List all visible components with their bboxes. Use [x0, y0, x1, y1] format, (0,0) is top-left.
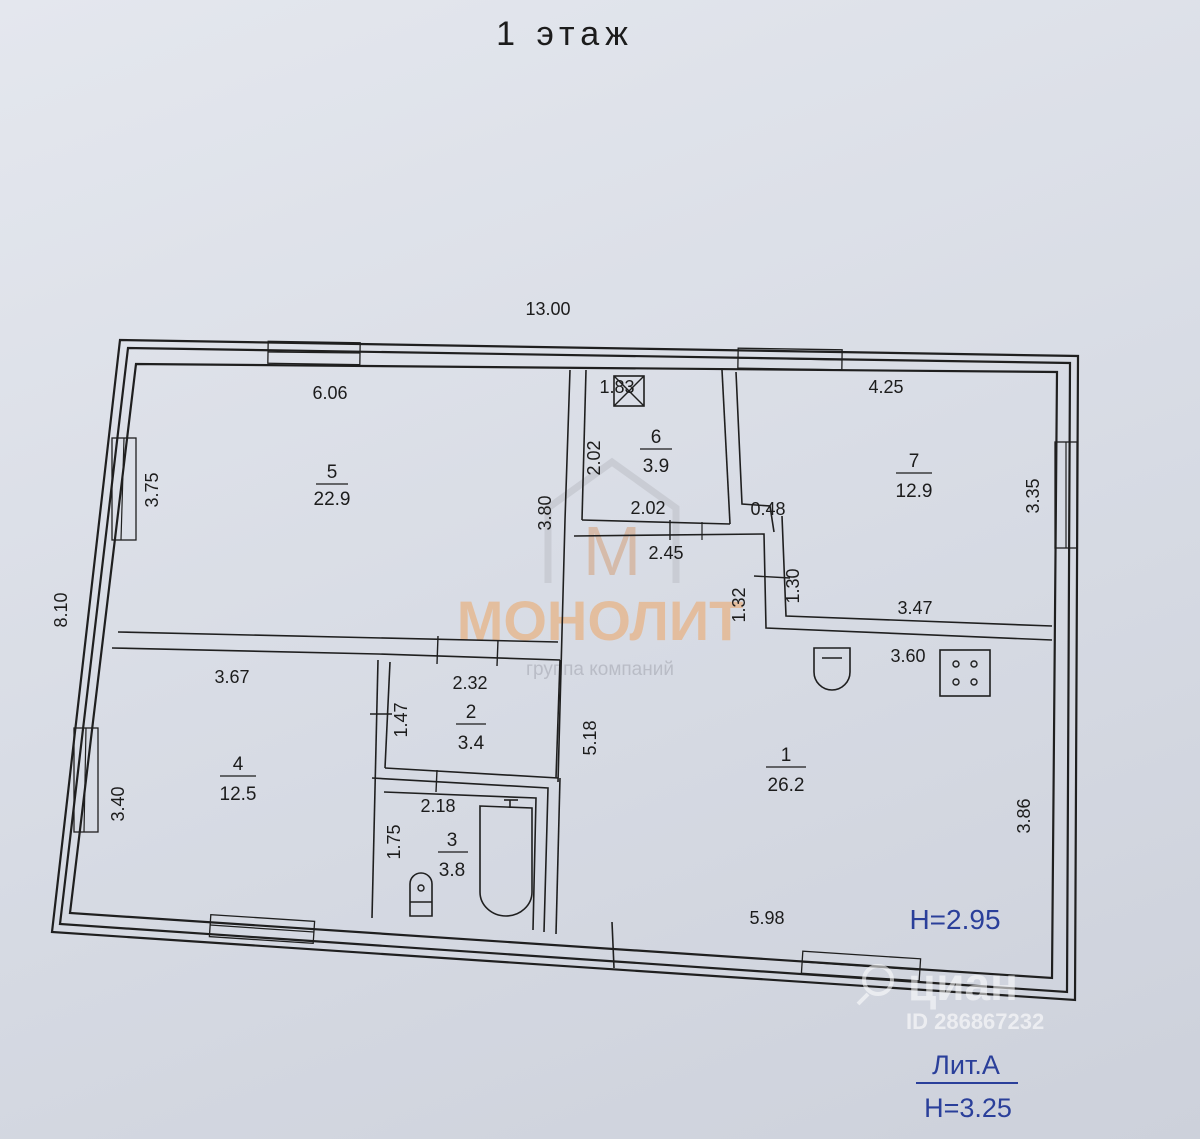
room-1-number: 1 [781, 745, 792, 766]
room-2-area: 3.4 [458, 733, 485, 754]
house-logo-icon [544, 457, 680, 583]
room-5-number: 5 [327, 462, 338, 483]
stove-icon [939, 649, 991, 697]
r5-right: 3.80 [535, 495, 555, 530]
room-4: 3.67 3.40 4 12.5 [108, 667, 256, 822]
cian-watermark: циан ID 286867232 [856, 958, 1044, 1034]
brand-subtitle: группа компаний [526, 659, 674, 680]
r1-top: 3.60 [890, 646, 925, 666]
windows [73, 340, 1078, 982]
r1-bottom: 5.98 [749, 908, 784, 928]
room-7: 4.25 3.35 3.47 0.48 1.30 7 12.9 [750, 377, 1043, 618]
r2-height: 1.47 [391, 702, 411, 737]
r7-right: 3.35 [1023, 478, 1043, 513]
r6-height: 2.02 [584, 440, 604, 475]
room-2-number: 2 [466, 702, 477, 723]
r3-width: 2.18 [420, 796, 455, 816]
floor-title: 1 этаж [496, 15, 634, 53]
bathtub-icon [479, 805, 533, 917]
room-ceiling-height: H=2.95 [909, 904, 1000, 935]
cian-logo-icon [856, 964, 894, 1006]
toilet-icon [409, 872, 433, 917]
interior-walls [111, 369, 1053, 935]
room-6: 1.83 2.02 2.02 6 3.9 [584, 377, 672, 518]
room-7-number: 7 [909, 451, 920, 472]
r6-width: 1.83 [599, 377, 634, 397]
room-4-area: 12.5 [220, 784, 257, 805]
r2-width: 2.32 [452, 673, 487, 693]
room-3-area: 3.8 [439, 860, 465, 881]
room-5-area: 22.9 [314, 489, 351, 510]
fixtures [409, 375, 991, 917]
room-1-area: 26.2 [768, 775, 805, 796]
hall-width: 2.45 [648, 543, 683, 563]
r3-height: 1.75 [384, 824, 404, 859]
brand-name: МОНОЛИТ [457, 589, 744, 652]
listing-id: ID 286867232 [906, 1009, 1044, 1034]
r4-left: 3.40 [108, 786, 128, 821]
r7-bottom: 3.47 [897, 598, 932, 618]
room-7-area: 12.9 [896, 481, 933, 502]
room-5: 6.06 3.75 3.80 5 22.9 [142, 383, 555, 531]
r5-left: 3.75 [142, 472, 162, 507]
ventilation-shaft-icon [613, 375, 645, 407]
r6-bottom: 2.02 [630, 498, 665, 518]
room-4-number: 4 [233, 754, 244, 775]
room-3: 2.18 1.75 3 3.8 [384, 796, 468, 881]
room-6-area: 3.9 [643, 456, 669, 477]
r7-width: 4.25 [868, 377, 903, 397]
room-1: 3.60 3.86 5.98 5.18 1 26.2 H=2.95 [580, 646, 1034, 935]
sink-icon [813, 647, 851, 691]
room-3-number: 3 [447, 830, 458, 851]
overall-width: 13.00 [525, 299, 570, 319]
room-6-number: 6 [651, 427, 662, 448]
cian-name: циан [908, 958, 1018, 1010]
r4-width: 3.67 [214, 667, 249, 687]
litera-name: Лит.А [932, 1050, 1000, 1080]
hall-height: 1.32 [729, 587, 749, 622]
r5-width: 6.06 [312, 383, 347, 403]
monolit-watermark: М МОНОЛИТ группа компаний [457, 457, 744, 680]
litera-block: Лит.А H=3.25 [916, 1050, 1018, 1123]
brand-letter: М [583, 512, 641, 590]
r1-right: 3.86 [1014, 798, 1034, 833]
r7-step: 0.48 [750, 499, 785, 519]
litera-height: H=3.25 [924, 1093, 1012, 1123]
r7-step-height: 1.30 [783, 568, 803, 603]
overall-depth: 8.10 [51, 592, 71, 627]
room-2: 2.32 1.47 2 3.4 [391, 673, 488, 754]
r1-left: 5.18 [580, 720, 600, 755]
